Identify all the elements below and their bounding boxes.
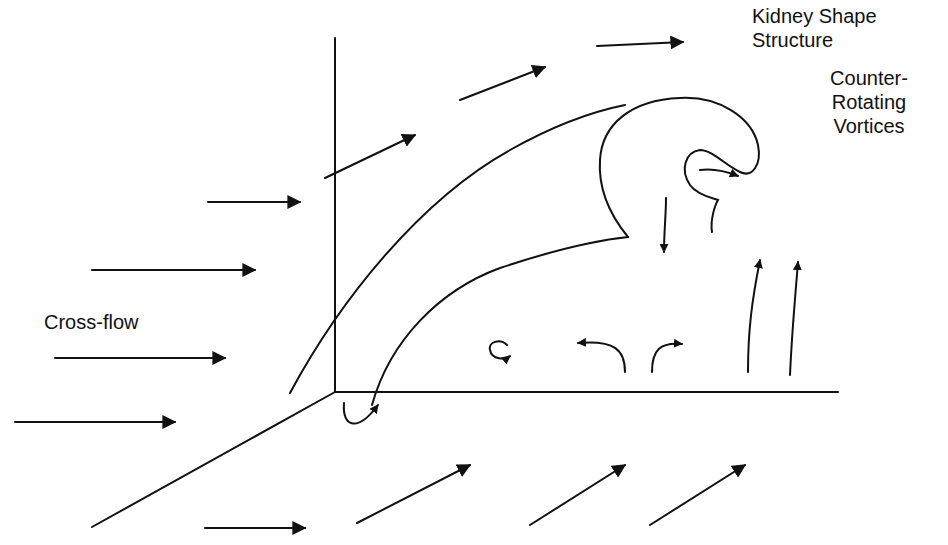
jet-lower-boundary (372, 237, 628, 405)
base-vortex-arrow (344, 403, 378, 424)
upwash-arrow (748, 260, 760, 372)
kidney-curl-arrow (700, 169, 738, 176)
kidney-down-arrow (664, 198, 666, 252)
spanwise-axis (92, 392, 335, 527)
counter-rotating-arrow (652, 344, 682, 372)
wake-vortex-arrow (490, 341, 510, 358)
counter-rotating-arrow (578, 342, 625, 372)
kidney-shape-structure (600, 98, 759, 237)
streamwise-axis (335, 391, 838, 393)
crossflow-label: Cross-flow (44, 310, 184, 334)
upwash-arrow (790, 262, 798, 375)
crossflow-arrows (15, 42, 745, 528)
structure-label: Kidney Shape Structure (752, 4, 887, 52)
jet-upper-boundary (290, 105, 625, 393)
vertical-axis (334, 38, 336, 392)
vortex-label: Counter-Rotating Vortices (810, 66, 928, 138)
